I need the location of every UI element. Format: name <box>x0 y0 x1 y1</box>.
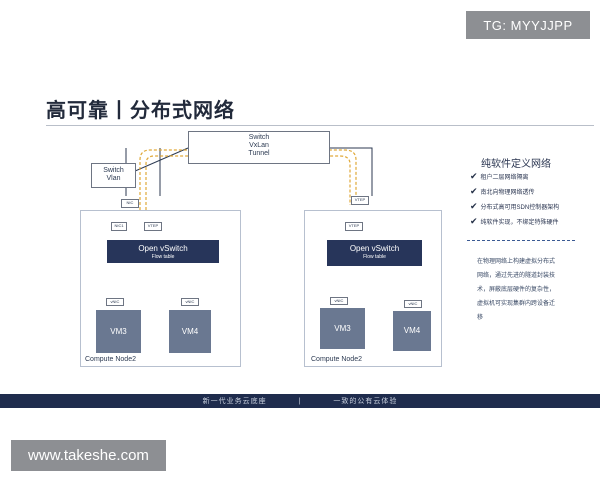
description-line: 网络，通过先进的隧道封装技 <box>477 273 556 279</box>
watermark-bottom: www.takeshe.com <box>11 440 166 471</box>
panel-description: 在物理网络上构建虚拟分布式 网络，通过先进的隧道封装技 术，屏蔽底层硬件的复杂性… <box>477 255 577 325</box>
feature-text: 分布式高可用SDN控制器架构 <box>480 205 560 211</box>
page-title: 高可靠丨分布式网络 <box>46 100 235 122</box>
feature-1: ✔ 租户二层网络隔离 <box>470 171 529 182</box>
left-vnic-2: vNIC <box>181 298 199 306</box>
description-line: 在物理网络上构建虚拟分布式 <box>477 259 556 265</box>
feature-3: ✔ 分布式高可用SDN控制器架构 <box>470 201 559 212</box>
right-ovs-sub: Flow table <box>363 254 386 260</box>
vlan-to-vxlan-link <box>125 147 189 176</box>
right-vnic-1: vNIC <box>330 297 348 305</box>
description-line: 虚拟机可实现集群内跨设备迁 <box>477 301 556 307</box>
left-nic-tag: NIC <box>121 199 139 208</box>
panel-title: 纯软件定义网络 <box>481 159 551 170</box>
watermark-top: TG: MYYJJPP <box>466 11 590 39</box>
right-uplink <box>330 147 373 196</box>
left-ovs-name: Open vSwitch <box>138 244 188 253</box>
footer-right: 一致的公有云体验 <box>333 398 398 405</box>
feature-4: ✔ 纯软件实现，不绑定特殊硬件 <box>470 216 559 227</box>
feature-2: ✔ 南北向物理网络透传 <box>470 186 535 197</box>
right-node-label: Compute Node2 <box>311 356 362 363</box>
switch-vlan-type: Vlan <box>106 175 121 182</box>
left-vnic-1: vNIC <box>106 298 124 306</box>
footer-band: 新一代业务云底座 | 一致的公有云体验 <box>0 394 600 408</box>
panel-divider <box>467 240 575 241</box>
check-icon: ✔ <box>470 201 478 211</box>
feature-text: 纯软件实现，不绑定特殊硬件 <box>480 220 559 226</box>
check-icon: ✔ <box>470 186 478 196</box>
left-vtep-tag: VTEP <box>144 222 162 231</box>
footer-left: 新一代业务云底座 <box>202 398 267 405</box>
switch-vxlan: Switch VxLan Tunnel <box>188 131 330 164</box>
footer-separator: | <box>298 397 302 405</box>
left-vm3: VM3 <box>96 310 141 353</box>
switch-vlan-name: Switch <box>103 167 124 174</box>
right-vm3: VM3 <box>320 308 365 349</box>
left-open-vswitch: Open vSwitch Flow table <box>107 240 219 263</box>
left-nic1-tag: NIC1 <box>111 222 127 231</box>
right-ovs-name: Open vSwitch <box>349 244 400 253</box>
feature-text: 租户二层网络隔离 <box>480 175 529 181</box>
description-line: 术，屏蔽底层硬件的复杂性， <box>477 287 556 293</box>
right-vnic-2: vNIC <box>404 300 422 308</box>
right-vtep-tag: VTEP <box>345 222 363 231</box>
switch-vxlan-tunnel: Tunnel <box>248 150 270 157</box>
feature-text: 南北向物理网络透传 <box>480 190 535 196</box>
check-icon: ✔ <box>470 216 478 226</box>
description-line: 移 <box>477 315 484 321</box>
right-vm4: VM4 <box>393 311 431 351</box>
left-node-label: Compute Node2 <box>85 356 136 363</box>
right-vtep-top-tag: VTEP <box>351 196 369 205</box>
switch-vxlan-name: Switch <box>248 134 270 141</box>
right-open-vswitch: Open vSwitch Flow table <box>327 240 422 266</box>
switch-vlan: Switch Vlan <box>91 163 136 188</box>
left-ovs-sub: Flow table <box>151 254 175 260</box>
title-divider <box>46 125 594 126</box>
left-vm4: VM4 <box>169 310 211 353</box>
check-icon: ✔ <box>470 171 478 181</box>
switch-vxlan-type: VxLan <box>249 142 269 149</box>
